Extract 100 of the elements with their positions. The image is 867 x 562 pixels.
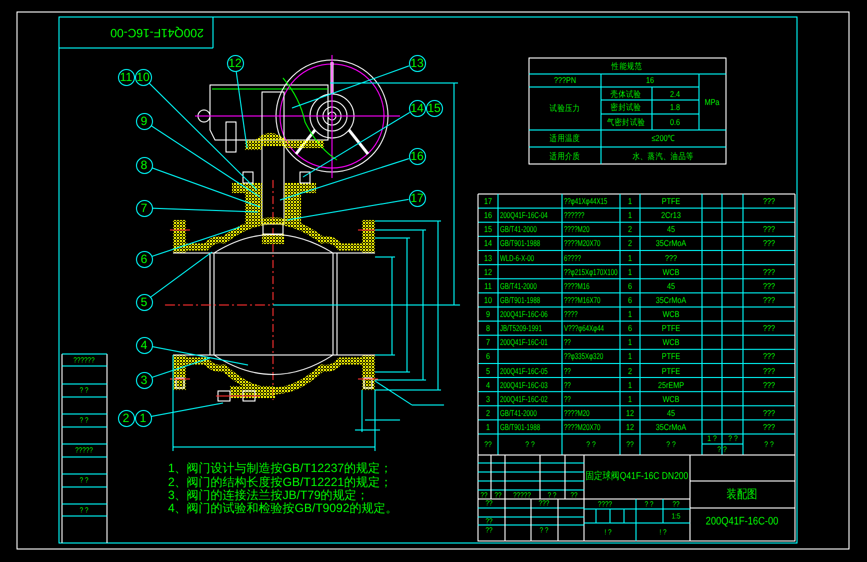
table-text: ?? bbox=[564, 366, 571, 375]
table-text: ??? bbox=[762, 408, 776, 418]
table-text: 10 bbox=[484, 296, 492, 304]
table-text: 2 bbox=[486, 408, 490, 418]
callout-number: 14 bbox=[408, 100, 426, 116]
note-text: 1、阀门设计与制造按GB/T12237的规定； bbox=[168, 462, 392, 474]
table-text: PTFE bbox=[662, 196, 680, 206]
note-text: 2、阀门的结构长度按GB/T12221的规定； bbox=[168, 476, 392, 488]
table-text: ?? bbox=[564, 338, 571, 346]
leader-line bbox=[152, 167, 260, 208]
table-text: 35CrMoA bbox=[656, 239, 686, 248]
table-text: 14 bbox=[484, 239, 492, 248]
table-text: 2 bbox=[628, 239, 632, 248]
table-text: 适用温度 bbox=[550, 134, 580, 142]
callout-number: 16 bbox=[408, 148, 426, 164]
table-text: 12 bbox=[484, 267, 492, 276]
table-text: 1.8 bbox=[670, 102, 680, 112]
leader-line bbox=[150, 252, 212, 298]
table-text: ???PN bbox=[554, 76, 576, 84]
table-text: 200Q41F-16C-03 bbox=[500, 380, 548, 389]
table-text: ????M20 bbox=[564, 225, 590, 234]
callout-number: 17 bbox=[408, 190, 426, 206]
table-text: 水、蒸汽、油品等 bbox=[632, 152, 694, 160]
leader-line bbox=[286, 198, 410, 220]
table-text: 7 bbox=[486, 338, 490, 346]
table-text: WCB bbox=[662, 394, 680, 403]
table-text: 35CrMoA bbox=[656, 296, 686, 304]
table-text: GB/T901-1988 bbox=[500, 422, 540, 432]
table-text: 6???? bbox=[564, 253, 582, 262]
table-text: 试验压力 bbox=[550, 104, 580, 112]
table-text: ? ? bbox=[525, 441, 535, 449]
table-text: 1 ? bbox=[707, 435, 717, 443]
table-text: WCB bbox=[662, 338, 680, 346]
note-text: 3、阀门的连接法兰按JB/T79的规定； bbox=[168, 489, 369, 501]
table-text: WLD-6-X-00 bbox=[500, 253, 534, 262]
drawing-title: 固定球阀Q41F-16C DN200 bbox=[586, 472, 688, 482]
table-text: 200Q41F-16C-01 bbox=[500, 338, 548, 346]
table-text: 12 bbox=[626, 422, 634, 432]
table-text: PTFE bbox=[662, 352, 680, 361]
table-text: 45 bbox=[666, 408, 676, 418]
table-text: 1 bbox=[628, 196, 632, 206]
callout-number: 2 bbox=[118, 410, 134, 426]
table-text: ??? bbox=[762, 380, 776, 389]
note-text: 4、阀门的试验和检验按GB/T9092的规定。 bbox=[168, 502, 398, 514]
table-text: 4 bbox=[486, 380, 490, 389]
table-text: 1 bbox=[628, 310, 632, 318]
callout-number: 6 bbox=[136, 250, 152, 268]
table-text: 25rEMP bbox=[658, 380, 684, 389]
table-text: 200Q41F-16C-05 bbox=[500, 366, 548, 375]
table-text: ??? bbox=[664, 253, 678, 262]
leader-line bbox=[150, 402, 224, 417]
table-text: GB/T41-2000 bbox=[500, 225, 537, 234]
table-text: ??? bbox=[762, 225, 776, 234]
table-text: 45 bbox=[666, 282, 676, 290]
table-text: 1 bbox=[628, 267, 632, 276]
table-text: ??? bbox=[762, 267, 776, 276]
table-text: 11 bbox=[484, 282, 492, 290]
leader-line bbox=[152, 358, 210, 378]
table-text: 35CrMoA bbox=[656, 422, 686, 432]
table-text: 16 bbox=[484, 210, 492, 220]
table-text: ? ? bbox=[666, 441, 676, 449]
leader-line bbox=[152, 226, 240, 257]
leader-line bbox=[152, 346, 248, 366]
table-text: 6 bbox=[628, 282, 632, 290]
table-text: ????M20X70 bbox=[564, 422, 600, 432]
table-text: 16 bbox=[646, 76, 654, 84]
table-text: GB/T901-1988 bbox=[500, 239, 540, 248]
callout-number: 5 bbox=[136, 294, 152, 310]
table-text: ??? bbox=[762, 366, 776, 375]
table-text: WCB bbox=[662, 310, 680, 318]
table-text: 1 bbox=[628, 253, 632, 262]
callout-number: 3 bbox=[136, 372, 152, 388]
table-text: ??φ215Xφ170X100 bbox=[564, 267, 618, 276]
table-text: ??φ335Xφ320 bbox=[564, 352, 604, 361]
drawing-title: 装配图 bbox=[726, 488, 758, 500]
table-text: 壳体试验 bbox=[610, 90, 642, 98]
callout-number: 4 bbox=[136, 336, 152, 354]
table-text: ?? bbox=[484, 441, 492, 449]
callout-number: 8 bbox=[136, 156, 152, 174]
callout-number: 9 bbox=[136, 112, 152, 130]
table-text: MPa bbox=[704, 98, 720, 106]
table-text: ??? bbox=[762, 239, 776, 248]
table-text: ????M16X70 bbox=[564, 296, 600, 304]
table-text: GB/T41-2000 bbox=[500, 282, 537, 290]
leader-line bbox=[236, 70, 248, 148]
table-text: 1 bbox=[628, 210, 632, 220]
callout-number: 10 bbox=[134, 68, 152, 86]
table-text: 200Q41F-16C-06 bbox=[500, 310, 548, 318]
table-text: ?? bbox=[564, 380, 571, 389]
table-text: ≤200℃ bbox=[652, 134, 674, 142]
table-text: 0.6 bbox=[670, 118, 680, 126]
table-text: ????M20 bbox=[564, 408, 590, 418]
callout-number: 1 bbox=[134, 410, 152, 426]
table-text: 密封试验 bbox=[610, 102, 642, 112]
table-text: 6 bbox=[486, 352, 490, 361]
table-text: JB/T5209-1991 bbox=[500, 324, 542, 332]
leader-line bbox=[302, 112, 410, 178]
leader-line bbox=[280, 158, 410, 200]
table-text: 5 bbox=[486, 366, 490, 375]
table-text: ??? bbox=[762, 282, 776, 290]
